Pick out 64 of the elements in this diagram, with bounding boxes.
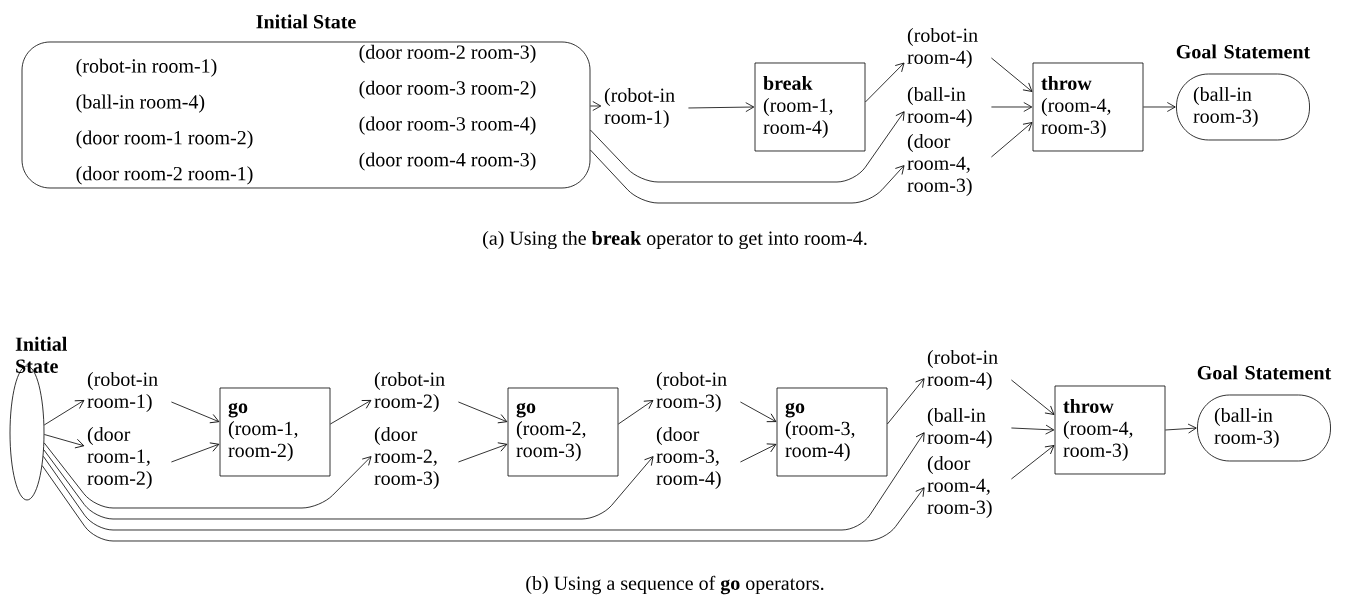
arrow bbox=[590, 149, 905, 204]
operator-box: throw (room-4, room-3) bbox=[1032, 62, 1144, 152]
condition-text: (robot-in room-3) bbox=[656, 371, 727, 413]
arrow bbox=[458, 401, 508, 424]
arrow bbox=[1165, 423, 1197, 434]
condition-text: (door room-1, room-2) bbox=[87, 426, 152, 490]
heading: Goal Statement bbox=[1197, 365, 1332, 380]
condition-text: (ball-in room-4) bbox=[927, 407, 992, 449]
goal-box: (ball-in room-3) bbox=[1197, 394, 1331, 462]
arrow bbox=[42, 432, 925, 531]
goal-box: (ball-in room-3) bbox=[1176, 73, 1310, 141]
arrow bbox=[43, 449, 654, 520]
node-label: (door room-4 room-3) bbox=[359, 152, 536, 171]
condition-text: (robot-in room-4) bbox=[927, 349, 998, 391]
arrow bbox=[865, 62, 905, 103]
arrow bbox=[740, 401, 777, 423]
operator-box: break (room-1, room-4) bbox=[754, 62, 866, 152]
node-label: (robot-in room-1) bbox=[76, 58, 217, 77]
caption: (a) Using the break operator to get into room-4. bbox=[483, 230, 867, 250]
node-label: (door room-3 room-2) bbox=[359, 80, 536, 99]
arrow bbox=[171, 401, 220, 424]
condition-text: (door room-4, room-3) bbox=[927, 455, 992, 519]
node-label: (door room-1 room-2) bbox=[76, 130, 253, 149]
heading: Initial State bbox=[15, 336, 67, 373]
caption: (b) Using a sequence of go operators. bbox=[526, 575, 824, 595]
heading: Goal Statement bbox=[1176, 44, 1311, 59]
operator-box: go (room-2, room-3) bbox=[507, 387, 619, 477]
arrow bbox=[44, 434, 85, 449]
node-label: (door room-2 room-3) bbox=[359, 44, 536, 63]
arrow bbox=[1011, 445, 1055, 480]
arrow bbox=[330, 400, 372, 425]
node-label: (door room-3 room-4) bbox=[359, 116, 536, 135]
condition-text: (door room-3, room-4) bbox=[656, 426, 721, 490]
arrow bbox=[740, 443, 777, 463]
operator-box: go (room-3, room-4) bbox=[776, 387, 888, 477]
arrow bbox=[991, 57, 1033, 92]
condition-text: (robot-in room-4) bbox=[907, 27, 978, 69]
operator-box: throw (room-4, room-3) bbox=[1054, 385, 1166, 475]
arrow bbox=[43, 400, 85, 426]
arrow bbox=[171, 442, 220, 463]
node-label: (ball-in room-4) bbox=[76, 94, 205, 113]
arrow bbox=[1143, 102, 1176, 112]
arrow bbox=[887, 378, 925, 425]
arrow bbox=[991, 122, 1033, 158]
operator-box: go (room-1, room-2) bbox=[219, 387, 331, 477]
condition-text: (robot-in room-1) bbox=[604, 87, 675, 129]
arrow bbox=[688, 102, 755, 113]
arrow bbox=[458, 442, 508, 463]
arrow bbox=[1011, 379, 1055, 415]
condition-text: (door room-2, room-3) bbox=[374, 426, 439, 490]
condition-text: (robot-in room-1) bbox=[87, 371, 158, 413]
node-label: (door room-2 room-1) bbox=[76, 166, 253, 185]
condition-text: (robot-in room-2) bbox=[374, 371, 445, 413]
state-box: (robot-in room-1) (door room-2 room-3) (ball-in room-4) (door room-3 room-2) (door room-1 room-2) (door room-3 room-4) (door room-2 room-1) (door room-4 room-3) bbox=[21, 41, 591, 189]
arrow bbox=[1011, 424, 1055, 435]
arrow bbox=[43, 442, 372, 509]
condition-text: (ball-in room-4) bbox=[907, 86, 972, 128]
arrow bbox=[590, 111, 905, 183]
arrow bbox=[41, 465, 925, 542]
arrow bbox=[618, 400, 654, 425]
condition-text: (door room-4, room-3) bbox=[907, 133, 972, 197]
arrow bbox=[991, 102, 1033, 112]
heading: Initial State bbox=[256, 14, 356, 29]
arrow bbox=[590, 101, 602, 111]
